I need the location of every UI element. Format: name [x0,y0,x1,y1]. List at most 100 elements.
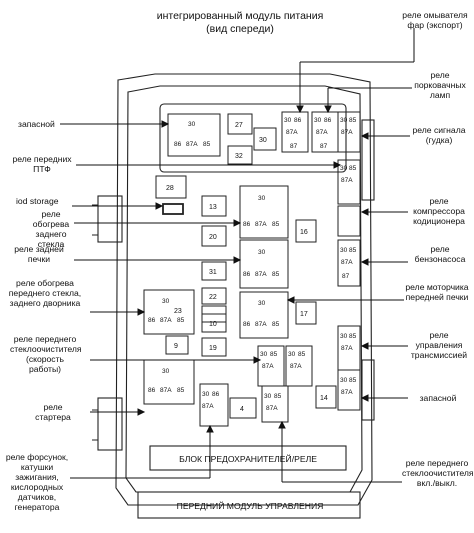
relay-kondic-box [337,159,361,205]
front-module-label: ПЕРЕДНИЙ МОДУЛЬ УПРАВЛЕНИЯ [177,500,324,511]
pin: 85 [272,321,280,328]
pin: 85 [349,377,357,384]
fuse-number: 22 [209,294,217,301]
relay-pechka-box [239,239,289,289]
label-stekloochist: реле переднего стеклоочистителя (скорост… [10,334,82,374]
label-starter: реле стартера [35,402,71,422]
relay-obogrev-zad-box [239,185,289,239]
fuse-block-bar [149,445,347,471]
pin: 86 [148,387,156,394]
pin: 30 [258,249,266,256]
pin: 85 [298,351,306,358]
fuse-number: 19 [209,345,217,352]
label-transmissia: реле управления трансмиссией [410,330,468,360]
fuse-number: 17 [300,311,308,318]
fuse-number: 32 [235,153,243,160]
relay-mid-b-box [285,345,313,387]
fuse-number: 23 [174,308,182,315]
label-steklo-vkl: реле переднего стеклоочистителя вкл./вык… [402,458,474,488]
label-obogrev-per: реле обогрева переднего стекла, заднего … [8,278,82,308]
fuse-27 [227,113,253,135]
fuse-number: 28 [166,185,174,192]
pin: 87A [341,177,353,184]
pin: 30 [340,247,348,254]
pin: 85 [274,393,282,400]
pin: 85 [272,221,280,228]
left-clip-lines [92,204,98,441]
pin: 86 [243,271,251,278]
pin: 87A [186,141,198,148]
pin: 30 [258,195,266,202]
label-signal: реле сигнала (гудка) [412,125,466,145]
pin: 85 [349,333,357,340]
pin: 30 [340,117,348,124]
fuse-19 [201,337,227,357]
pin: 85 [177,317,185,324]
relay-signal-box [337,111,361,153]
fuse-16 [295,219,317,243]
label-kondic: реле компрессора кодиционера [413,196,465,226]
relay-kondic2-box [337,205,361,237]
relay-upper-left [167,113,221,157]
pin: 85 [203,141,211,148]
fuse-17 [295,301,317,325]
fuse-10 [201,313,227,333]
pin: 86 [324,117,332,124]
upper-bay [159,103,347,173]
pin: 87 [320,143,328,150]
pin: 30 [258,300,266,307]
fuse-30 [253,127,277,151]
fuse-22 [201,287,227,305]
pin: 85 [270,351,278,358]
housing-inner [125,85,363,493]
label-forsunki: реле форсунок, катушки зажигания, кислор… [5,452,69,512]
pin: 87A [262,363,274,370]
fuse-number: 20 [209,234,217,241]
fuse-number-labels: 27 30 32 28 13 20 31 22 23 10 9 19 4 17 … [166,122,328,413]
pin: 87A [316,129,328,136]
pin: 86 [174,141,182,148]
front-module-bar [137,491,361,519]
fuse-number: 14 [320,395,328,402]
pin: 85 [349,247,357,254]
fuse-20 [201,225,227,247]
label-motorchik: реле моторчика передней печки [405,282,469,302]
relay-pin-labels: 30 86 87A 85 30 86 87A 85 30 86 87A 85 3… [148,117,357,412]
label-ptf: реле передних ПТФ [12,154,72,174]
pin: 30 [340,333,348,340]
fuse-number: 4 [240,406,244,413]
pin: 87A [202,403,214,410]
relay-benzonasos-box [337,239,361,287]
fuse-block-label: БЛОК ПРЕДОХРАНИТЕЛЕЙ/РЕЛЕ [179,453,317,464]
relay-steklo-vkl-box [261,385,289,423]
pin: 87A [286,129,298,136]
pin: 87A [255,321,267,328]
pin: 86 [148,317,156,324]
pin: 30 [162,298,170,305]
diagram-title: интегрированный модуль питания (вид спер… [130,10,350,36]
pin: 87 [290,143,298,150]
relay-obogrev-per-box [143,289,195,335]
pin: 87 [342,273,350,280]
relay-starter-box [199,383,229,427]
relay-stekloochist-box [143,359,195,405]
pin: 30 [340,165,348,172]
housing-outline [115,73,373,506]
fuse-number: 30 [259,137,267,144]
pin: 30 [162,368,170,375]
fuse-32 [227,145,253,165]
label-omyvatel: реле омывателя фар (экспорт) [402,10,468,30]
pin: 30 [260,351,268,358]
pin: 86 [212,391,220,398]
pin: 30 [284,117,292,124]
fuse-31 [201,261,227,281]
pin: 87A [341,389,353,396]
left-clip-bottom [97,397,123,451]
pin: 30 [314,117,322,124]
pin: 87A [255,271,267,278]
relay-zapasnoy-box [337,369,361,411]
fuse-13 [201,195,227,217]
pin: 87A [341,129,353,136]
pin: 30 [288,351,296,358]
